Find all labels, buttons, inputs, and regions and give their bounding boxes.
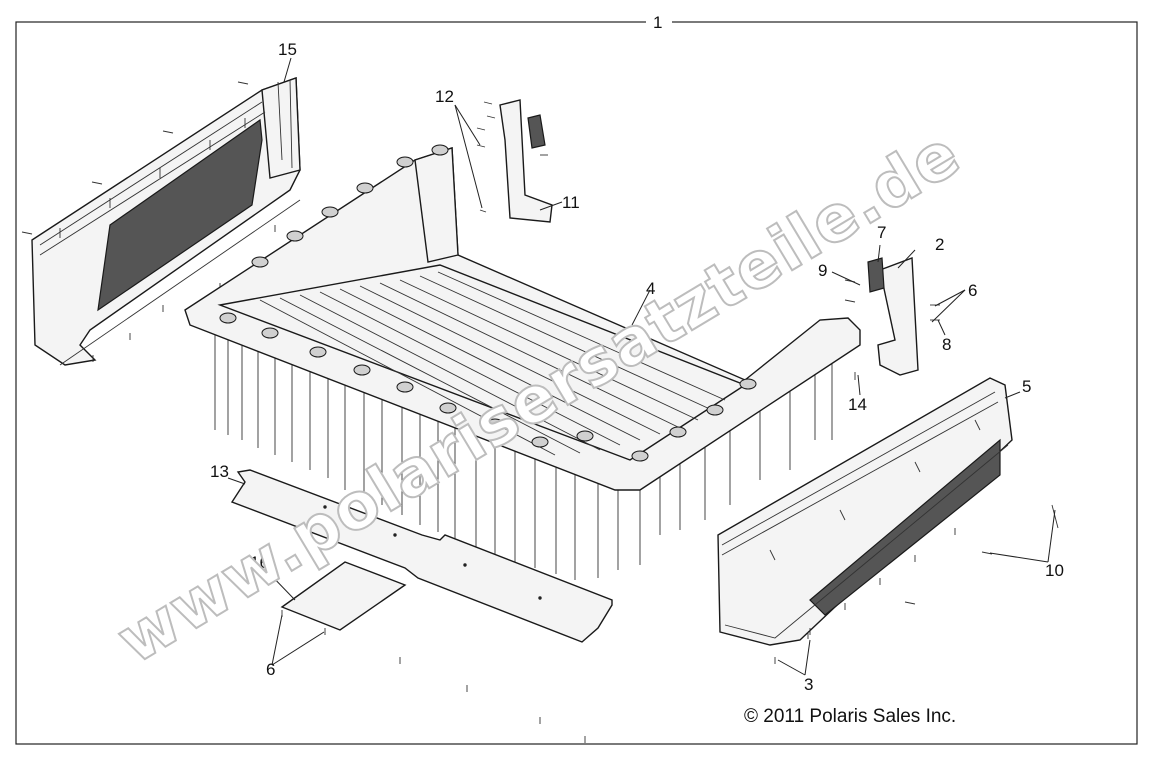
callout-9: 9 bbox=[818, 261, 827, 280]
left-latch-bracket bbox=[476, 99, 553, 223]
floor-pad bbox=[280, 561, 809, 743]
left-side-panel bbox=[21, 77, 301, 366]
callout-1: 1 bbox=[653, 13, 662, 32]
callout-10: 10 bbox=[1045, 561, 1064, 580]
callout-7: 7 bbox=[877, 223, 886, 242]
callout-6-right: 6 bbox=[968, 281, 977, 300]
callout-16: 16 bbox=[250, 553, 269, 572]
callout-15: 15 bbox=[278, 40, 297, 59]
callout-3: 3 bbox=[804, 675, 813, 694]
callout-5: 5 bbox=[1022, 377, 1031, 396]
callout-2: 2 bbox=[935, 235, 944, 254]
floor-panel bbox=[230, 469, 613, 643]
callout-8: 8 bbox=[942, 335, 951, 354]
callout-6-left: 6 bbox=[266, 660, 275, 679]
callout-11: 11 bbox=[562, 193, 580, 212]
callout-14: 14 bbox=[848, 395, 867, 414]
right-latch-bracket bbox=[844, 257, 940, 380]
cargo-box bbox=[184, 144, 861, 580]
callout-labels: 1 2 3 4 5 6 6 7 8 9 10 11 12 13 14 15 16 bbox=[210, 13, 1064, 694]
copyright: © 2011 Polaris Sales Inc. bbox=[744, 706, 956, 727]
callout-4: 4 bbox=[646, 279, 655, 298]
right-side-panel bbox=[717, 377, 1059, 646]
callout-12: 12 bbox=[435, 87, 454, 106]
callout-13: 13 bbox=[210, 462, 229, 481]
leader-lines bbox=[24, 21, 1056, 676]
